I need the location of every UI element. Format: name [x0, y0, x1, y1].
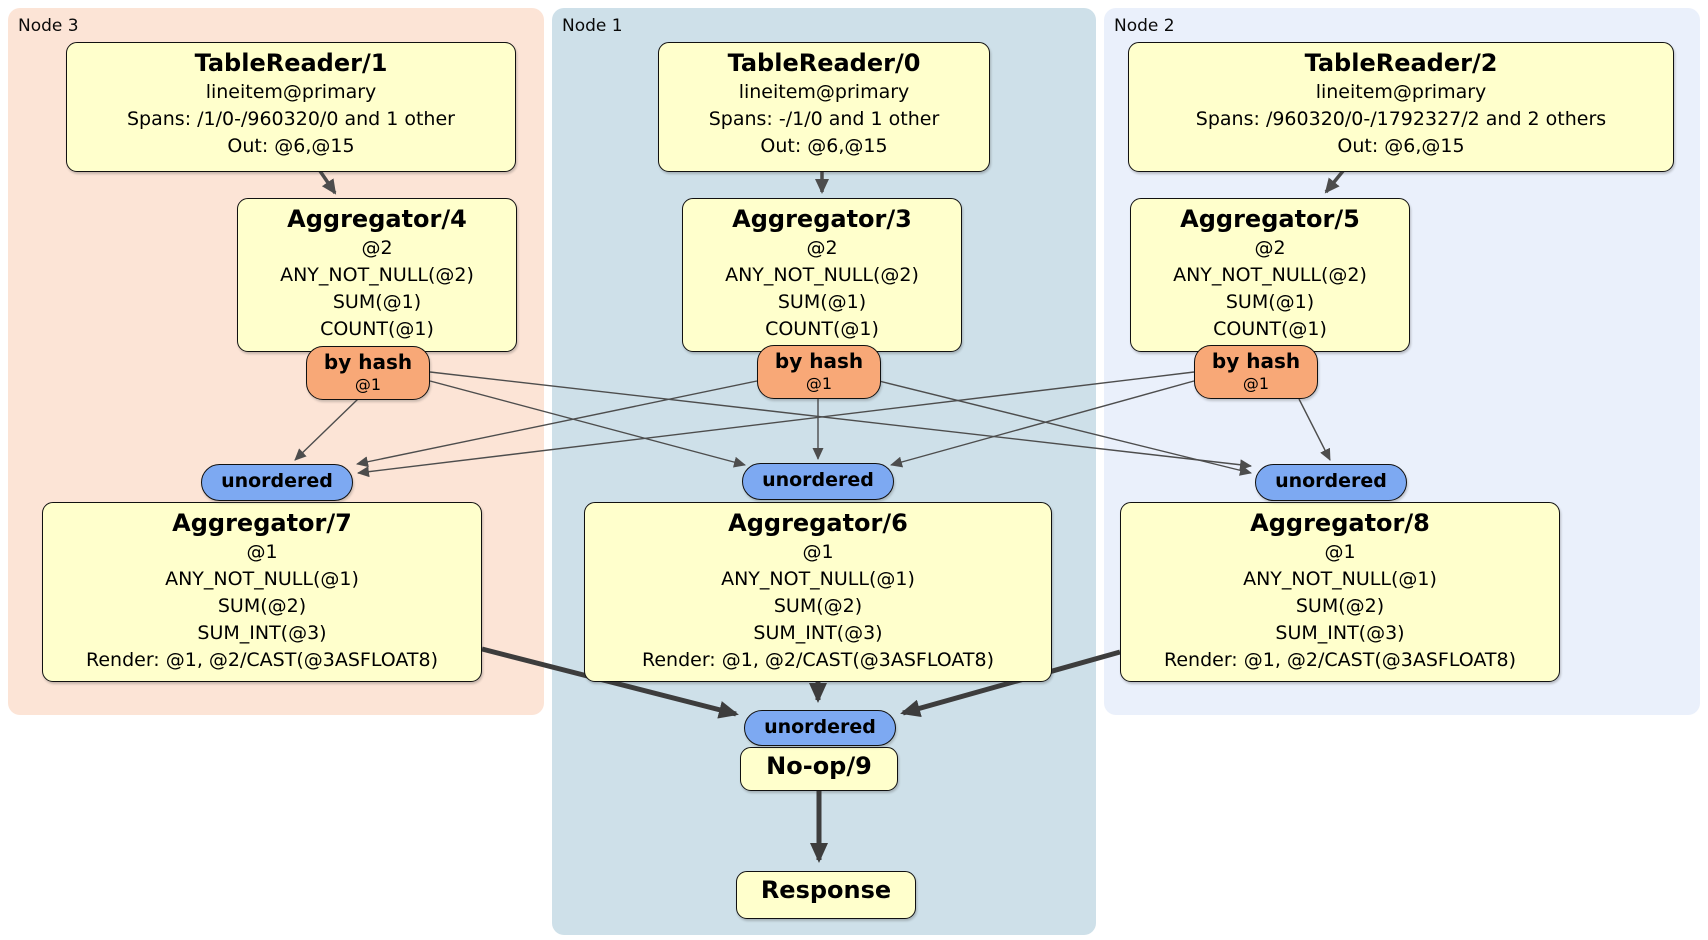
aggregator-group-cols: @1: [802, 541, 834, 563]
aggregator-fn: ANY_NOT_NULL(@1): [721, 568, 915, 590]
router-label: by hash: [323, 350, 413, 374]
processor-aggregator-7: Aggregator/7 @1 ANY_NOT_NULL(@1) SUM(@2)…: [42, 502, 482, 682]
edge-tablereader2-aggregator5: [1324, 169, 1345, 194]
aggregator-fn: COUNT(@1): [765, 318, 879, 340]
edge-hash1-unordered3: [356, 380, 758, 468]
aggregator-fn: ANY_NOT_NULL(@2): [280, 264, 474, 286]
processor-title: Aggregator/5: [1180, 205, 1360, 233]
aggregator-group-cols: @2: [806, 237, 838, 259]
processor-spans: Spans: -/1/0 and 1 other: [708, 108, 940, 130]
stream-label: unordered: [764, 716, 876, 738]
aggregator-fn: COUNT(@1): [1213, 318, 1327, 340]
stream-label: unordered: [762, 469, 874, 491]
stream-unordered-node2: unordered: [1255, 464, 1407, 501]
aggregator-fn: ANY_NOT_NULL(@2): [1173, 264, 1367, 286]
aggregator-group-cols: @1: [246, 541, 278, 563]
aggregator-fn: SUM(@1): [332, 291, 422, 313]
processor-title: No-op/9: [766, 752, 872, 780]
region-node-1-label: Node 1: [562, 16, 623, 36]
edge-hash3-unordered1: [429, 380, 746, 468]
edge-hash2-unordered2: [1298, 398, 1331, 461]
processor-index: lineitem@primary: [1315, 81, 1487, 103]
region-node-3-label: Node 3: [18, 16, 79, 36]
response-node: Response: [736, 871, 916, 919]
region-node-2-label: Node 2: [1114, 16, 1175, 36]
aggregator-fn: SUM_INT(@3): [1275, 622, 1405, 644]
aggregator-group-cols: @2: [361, 237, 393, 259]
stream-unordered-node3: unordered: [201, 464, 353, 501]
processor-tablereader-1: TableReader/1 lineitem@primary Spans: /1…: [66, 42, 516, 172]
aggregator-fn: COUNT(@1): [320, 318, 434, 340]
aggregator-render: Render: @1, @2/CAST(@3ASFLOAT8): [86, 649, 438, 671]
processor-aggregator-4: Aggregator/4 @2 ANY_NOT_NULL(@2) SUM(@1)…: [237, 198, 517, 352]
aggregator-fn: ANY_NOT_NULL(@1): [165, 568, 359, 590]
edge-hash3-unordered3: [294, 398, 359, 461]
processor-title: TableReader/1: [194, 49, 388, 77]
aggregator-fn: SUM_INT(@3): [753, 622, 883, 644]
processor-title: Aggregator/8: [1250, 509, 1430, 537]
router-columns: @1: [354, 375, 382, 394]
aggregator-group-cols: @1: [1324, 541, 1356, 563]
edge-hash1-unordered2: [878, 380, 1252, 476]
processor-title: Response: [760, 876, 892, 904]
aggregator-fn: ANY_NOT_NULL(@2): [725, 264, 919, 286]
aggregator-fn: SUM(@1): [1225, 291, 1315, 313]
processor-aggregator-6: Aggregator/6 @1 ANY_NOT_NULL(@1) SUM(@2)…: [584, 502, 1052, 682]
router-by-hash-node3: by hash @1: [306, 346, 430, 400]
router-columns: @1: [805, 374, 833, 393]
processor-tablereader-2: TableReader/2 lineitem@primary Spans: /9…: [1128, 42, 1674, 172]
processor-title: TableReader/0: [727, 49, 921, 77]
processor-aggregator-3: Aggregator/3 @2 ANY_NOT_NULL(@2) SUM(@1)…: [682, 198, 962, 352]
router-by-hash-node2: by hash @1: [1194, 345, 1318, 399]
processor-spans: Spans: /960320/0-/1792327/2 and 2 others: [1195, 108, 1607, 130]
processor-index: lineitem@primary: [738, 81, 910, 103]
edge-hash2-unordered1: [890, 380, 1195, 468]
processor-title: Aggregator/3: [732, 205, 912, 233]
edge-hash3-unordered2: [429, 371, 1252, 471]
aggregator-fn: ANY_NOT_NULL(@1): [1243, 568, 1437, 590]
processor-aggregator-8: Aggregator/8 @1 ANY_NOT_NULL(@1) SUM(@2)…: [1120, 502, 1560, 682]
aggregator-fn: SUM(@2): [217, 595, 307, 617]
aggregator-group-cols: @2: [1254, 237, 1286, 259]
stream-unordered-final: unordered: [744, 710, 896, 746]
aggregator-fn: SUM(@1): [777, 291, 867, 313]
aggregator-render: Render: @1, @2/CAST(@3ASFLOAT8): [642, 649, 994, 671]
edge-tablereader1-aggregator4: [318, 170, 337, 195]
aggregator-fn: SUM(@2): [773, 595, 863, 617]
processor-title: Aggregator/6: [728, 509, 908, 537]
processor-out: Out: @6,@15: [227, 135, 355, 157]
processor-title: TableReader/2: [1304, 49, 1498, 77]
stream-label: unordered: [1275, 470, 1387, 492]
router-by-hash-node1: by hash @1: [757, 345, 881, 399]
router-label: by hash: [774, 349, 864, 373]
router-label: by hash: [1211, 349, 1301, 373]
processor-aggregator-5: Aggregator/5 @2 ANY_NOT_NULL(@2) SUM(@1)…: [1130, 198, 1410, 352]
processor-out: Out: @6,@15: [1337, 135, 1465, 157]
edge-aggregator8-unordered-final: [900, 649, 1121, 718]
edge-hash2-unordered3: [357, 371, 1195, 478]
processor-out: Out: @6,@15: [760, 135, 888, 157]
aggregator-render: Render: @1, @2/CAST(@3ASFLOAT8): [1164, 649, 1516, 671]
processor-spans: Spans: /1/0-/960320/0 and 1 other: [127, 108, 455, 130]
aggregator-fn: SUM(@2): [1295, 595, 1385, 617]
stream-label: unordered: [221, 470, 333, 492]
router-columns: @1: [1242, 374, 1270, 393]
aggregator-fn: SUM_INT(@3): [197, 622, 327, 644]
processor-index: lineitem@primary: [205, 81, 377, 103]
processor-title: Aggregator/4: [287, 205, 467, 233]
processor-noop-9: No-op/9: [740, 747, 898, 791]
processor-tablereader-0: TableReader/0 lineitem@primary Spans: -/…: [658, 42, 990, 172]
processor-title: Aggregator/7: [172, 509, 352, 537]
stream-unordered-node1: unordered: [742, 463, 894, 500]
